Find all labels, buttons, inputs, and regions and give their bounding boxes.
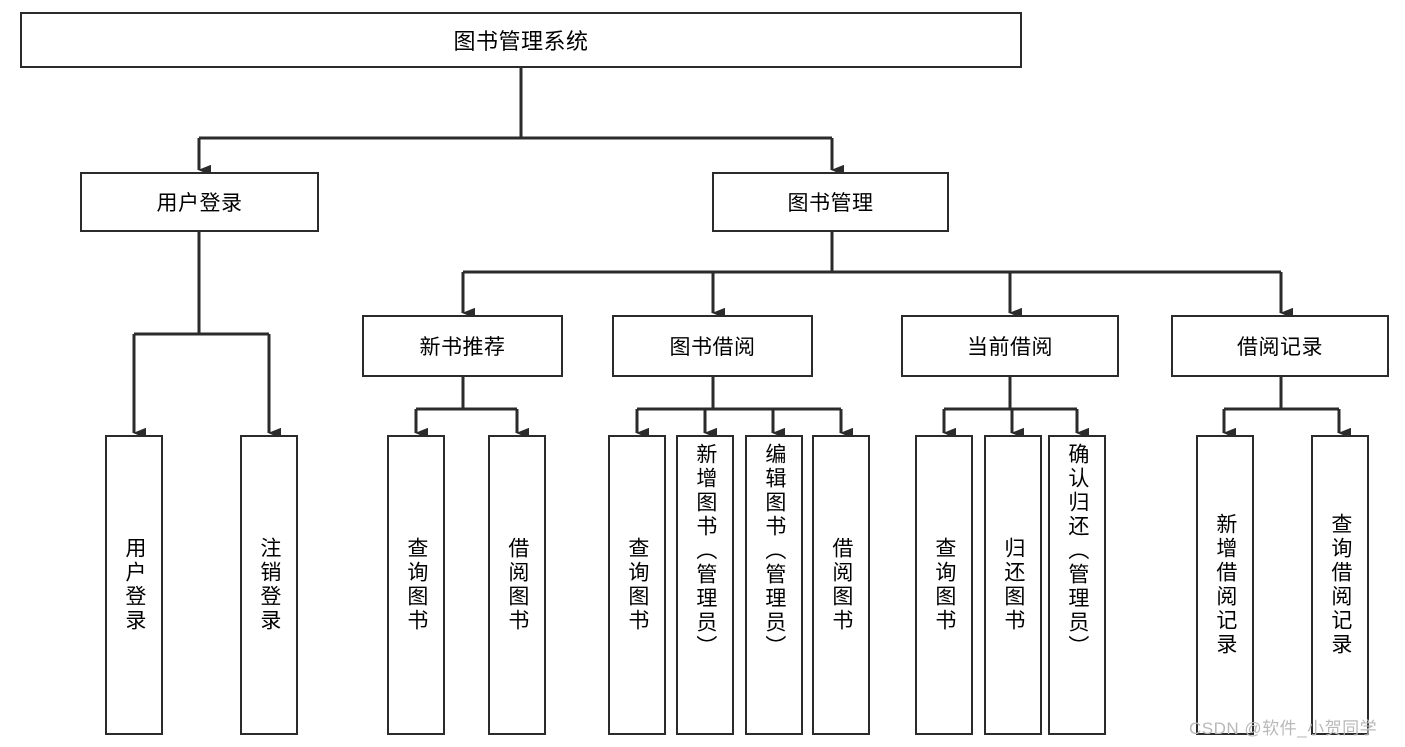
leaf-label: 新增图书（管理员） [693,443,717,659]
leaf-bookborrow-borrow-book[interactable]: 借阅图书 [812,435,870,735]
leaf-label: 新增借阅记录 [1213,513,1237,657]
leaf-label: 归还图书 [1001,537,1025,633]
node-label: 用户登录 [156,192,243,215]
leaf-user-login[interactable]: 用户登录 [105,435,163,735]
node-current-borrow[interactable]: 当前借阅 [901,315,1119,377]
leaf-borrowrecord-add-record[interactable]: 新增借阅记录 [1196,435,1254,735]
leaf-newbooks-borrow-book[interactable]: 借阅图书 [488,435,546,735]
leaf-logout[interactable]: 注销登录 [240,435,298,735]
leaf-label: 用户登录 [122,537,146,633]
node-label: 图书管理系统 [453,29,589,54]
node-user-login[interactable]: 用户登录 [80,172,319,232]
node-book-management[interactable]: 图书管理 [712,172,949,232]
node-book-borrow[interactable]: 图书借阅 [612,315,813,377]
leaf-currentborrow-confirm-return-admin[interactable]: 确认归还（管理员） [1048,435,1106,735]
leaf-label: 注销登录 [257,537,281,633]
leaf-label: 查询图书 [404,537,428,633]
node-label: 新书推荐 [419,336,506,359]
leaf-borrowrecord-query-record[interactable]: 查询借阅记录 [1311,435,1369,735]
leaf-currentborrow-return-book[interactable]: 归还图书 [984,435,1042,735]
node-label: 当前借阅 [967,336,1053,359]
leaf-label: 借阅图书 [829,537,853,633]
leaf-currentborrow-query-book[interactable]: 查询图书 [915,435,973,735]
leaf-label: 查询借阅记录 [1328,513,1352,657]
leaf-bookborrow-edit-book-admin[interactable]: 编辑图书（管理员） [745,435,803,735]
node-label: 图书借阅 [669,336,756,359]
leaf-bookborrow-query-book[interactable]: 查询图书 [608,435,666,735]
node-root-book-management-system[interactable]: 图书管理系统 [20,12,1022,68]
leaf-label: 查询图书 [932,537,956,633]
leaf-label: 借阅图书 [505,537,529,633]
node-label: 图书管理 [787,192,874,215]
leaf-label: 查询图书 [625,537,649,633]
node-borrow-record[interactable]: 借阅记录 [1171,315,1389,377]
leaf-label: 编辑图书（管理员） [762,443,786,659]
csdn-watermark: CSDN @软件_小贺同学 [1189,719,1378,738]
leaf-newbooks-query-book[interactable]: 查询图书 [387,435,445,735]
leaf-bookborrow-add-book-admin[interactable]: 新增图书（管理员） [676,435,734,735]
leaf-label: 确认归还（管理员） [1065,443,1089,659]
node-label: 借阅记录 [1237,336,1323,359]
node-new-book-recommend[interactable]: 新书推荐 [362,315,563,377]
